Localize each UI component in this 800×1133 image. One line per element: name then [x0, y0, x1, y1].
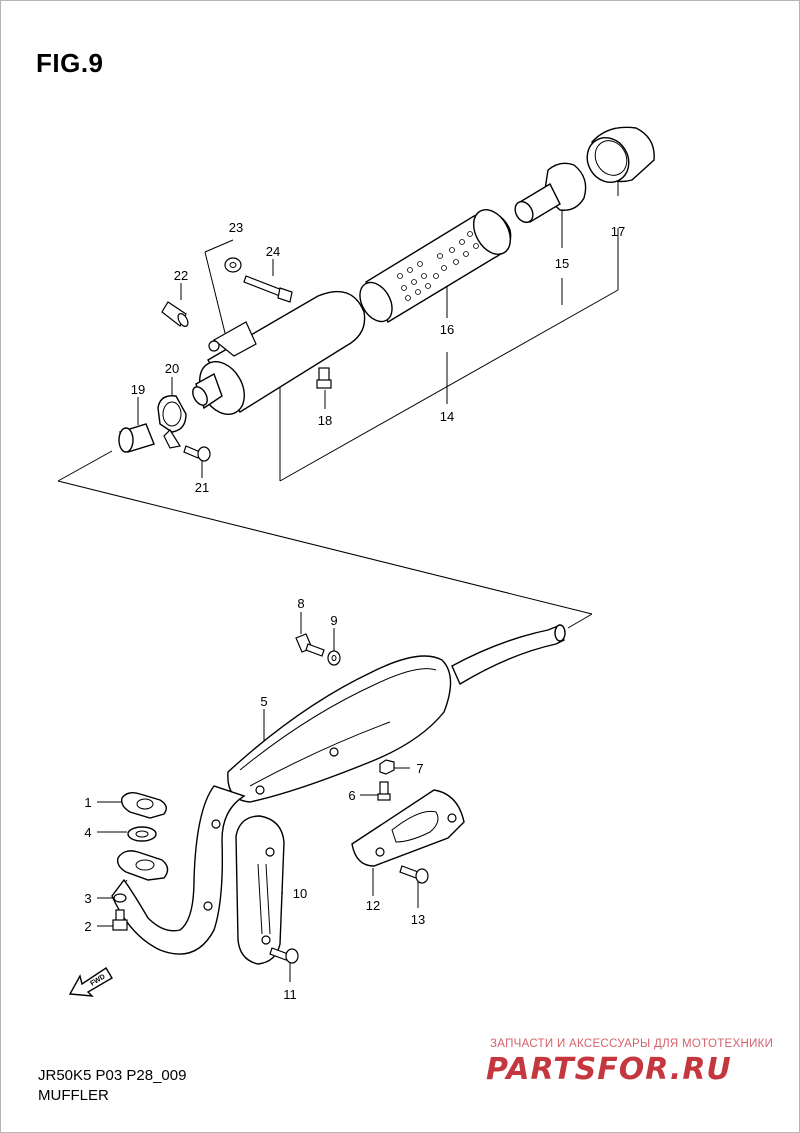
callout-12: 12: [366, 898, 380, 913]
callout-9: 9: [330, 613, 337, 628]
callout-3: 3: [84, 891, 91, 906]
part-18-bolt: [316, 367, 332, 389]
part-16-perforated-baffle: [359, 209, 512, 323]
callout-21: 21: [195, 480, 209, 495]
part-19-bushing: [118, 423, 155, 453]
callout-6: 6: [348, 788, 355, 803]
callout-15: 15: [555, 256, 569, 271]
part-22-collar: [161, 301, 189, 327]
callout-16: 16: [440, 322, 454, 337]
part-3-washer: [113, 893, 127, 903]
callout-1: 1: [84, 795, 91, 810]
part-12-protector: [351, 789, 465, 867]
callout-13: 13: [411, 912, 425, 927]
figure-name: MUFFLER: [38, 1087, 109, 1104]
part-7-nut: [379, 759, 395, 775]
figure-code: JR50K5 P03 P28_009: [38, 1067, 187, 1084]
fwd-arrow-icon: FWD: [68, 967, 113, 997]
part-5-exhaust-pipe: [111, 624, 566, 955]
callout-22: 22: [174, 268, 188, 283]
callout-20: 20: [165, 361, 179, 376]
callout-17: 17: [611, 224, 625, 239]
part-9-washer: [327, 650, 341, 666]
part-23-washer: [224, 257, 242, 273]
callout-7: 7: [416, 761, 423, 776]
callout-11: 11: [283, 987, 297, 1002]
exhaust-flange: [116, 850, 169, 881]
part-21-screw: [183, 445, 211, 462]
callout-14: 14: [440, 409, 454, 424]
callout-23: 23: [229, 220, 243, 235]
part-20-clamp: [157, 395, 187, 449]
part-10-heat-shield: [235, 815, 285, 965]
callout-18: 18: [318, 413, 332, 428]
part-4-ring: [127, 826, 157, 842]
part-14-muffler-body: [192, 290, 366, 415]
callout-2: 2: [84, 919, 91, 934]
callout-19: 19: [131, 382, 145, 397]
watermark-logo: PARTSFOR.RU: [486, 1052, 732, 1087]
callout-5: 5: [260, 694, 267, 709]
part-1-gasket: [120, 791, 167, 819]
part-6-bolt: [377, 781, 391, 801]
part-13-screw: [399, 865, 429, 884]
figure-title: FIG.9: [36, 48, 104, 78]
callout-labels: 1 2 3 4 5 6 7 8 9 10 11 12 13 14 15 16 1…: [84, 220, 625, 1002]
part-15-outlet-pipe: [514, 162, 587, 224]
callout-10: 10: [293, 886, 307, 901]
part-8-bolt: [295, 633, 325, 657]
part-24-bolt: [243, 275, 293, 303]
part-11-screw: [269, 947, 299, 964]
callout-8: 8: [297, 596, 304, 611]
callout-4: 4: [84, 825, 91, 840]
callout-24: 24: [266, 244, 280, 259]
part-17-end-cap: [586, 126, 655, 183]
part-2-bolt: [112, 909, 128, 931]
watermark-tagline: ЗАПЧАСТИ И АКСЕССУАРЫ ДЛЯ МОТОТЕХНИКИ: [490, 1038, 774, 1050]
